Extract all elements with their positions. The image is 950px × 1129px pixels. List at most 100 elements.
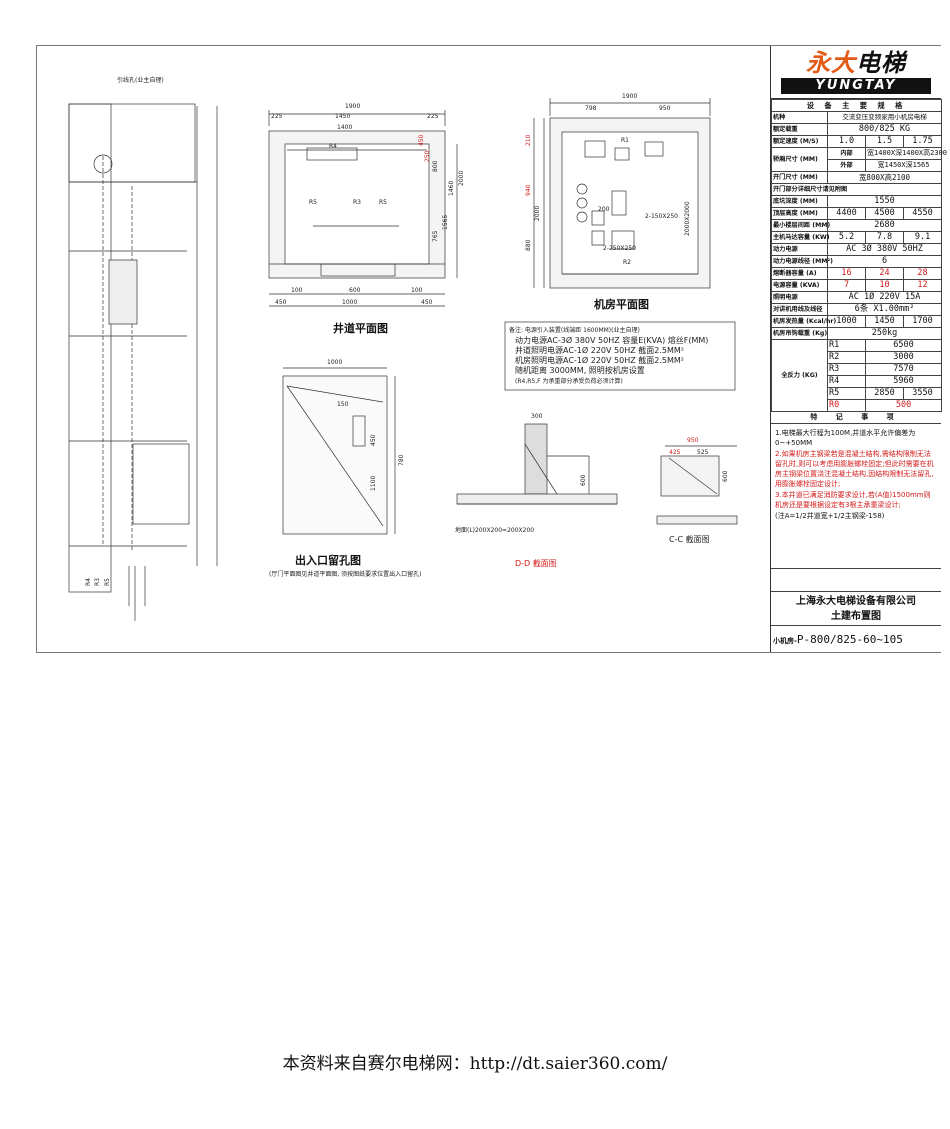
shaft-sill-right: 100 [411,287,423,294]
machine-room-plan [533,98,711,289]
company-block: 上海永大电梯设备有限公司 土建布置图 [771,591,941,624]
spec-load-value: 800/825 KG [826,123,943,136]
spec-cap-key: 电源容量 (KVA) [771,279,828,292]
elevation-r3: R3 [94,578,101,586]
spec-phone-value: 6条 X1.00mm² [826,303,943,316]
drawing-number-code: P-800/825-60~105 [796,633,903,646]
dd-note: 地面(L)200X200=200X200 [455,526,534,534]
room-right: 950 [659,105,671,112]
spec-react-key: 全反力 (KG) [771,339,828,412]
entrance-sub: (厅门平面图见井道平面图, 须按图纸要求位置出入口留孔) [269,570,422,578]
yungtay-logo: 永大电梯 YUNGTAY [771,46,941,99]
spec-oh-key: 顶层高度 (MM) [771,207,828,220]
spec-r1-value: 6500 [864,339,943,352]
shaft-dim-250: 250 [424,150,431,162]
entrance-w1000: 1000 [327,359,342,366]
spec-power-key: 动力电源 [771,243,828,256]
room-total: 1900 [622,93,637,100]
spec-speed-3: 1.75 [902,135,943,148]
cc-title: C-C 截面图 [669,534,710,544]
shaft-elevation [68,103,218,621]
spec-car-in-value: 宽1400X深1400X高2300 [864,147,947,160]
notes-header: 特 记 事 项 [771,412,941,424]
spec-fuse-1: 16 [827,267,866,280]
shaft-r3: R3 [353,199,361,206]
spec-r3-key: R3 [827,363,866,376]
shaft-bottom-mid: 1000 [342,299,357,306]
drawing-number: 小机房-P-800/825-60~105 [771,625,941,652]
dd-title: D-D 截面图 [515,558,557,568]
cc-600: 600 [722,470,729,482]
shaft-dim-450: 450 [418,134,425,146]
spec-r5-a: 2850 [865,387,904,400]
logo-en: YUNGTAY [781,78,931,94]
spec-r1-key: R1 [827,339,866,352]
shaft-bottom-right: 450 [421,299,433,306]
note-1: 1.电梯最大行程为100M,井道水平允许偏差为0~+50MM [775,429,916,447]
shaft-r5-left: R5 [309,199,317,206]
power-note-l1: 动力电源AC-3Ø 380V 50HZ 容量E(KVA) 熔丝F(MM) [515,335,708,345]
spec-oh-3: 4550 [902,207,943,220]
dd-300: 300 [531,413,543,420]
shaft-plan [268,110,458,307]
spec-floor-value: 2680 [826,219,943,232]
shaft-h-765: 765 [432,230,439,242]
power-note-box [504,321,736,391]
shaft-sill-mid: 600 [349,287,361,294]
spec-r3-value: 7570 [864,363,943,376]
spec-wire-value: 6 [826,255,943,268]
spec-car-key: 轿厢尺寸 (MM) [771,147,828,172]
shaft-r4: R4 [329,143,337,150]
spec-speed-2: 1.5 [865,135,904,148]
source-footer: 本资料来自赛尔电梯网：http://dt.saier360.com/ [282,1054,668,1074]
machine-room-title: 机房平面图 [594,297,649,311]
shaft-h-2000: 2000 [458,171,465,186]
room-r1: R1 [621,137,629,144]
spec-oh-2: 4500 [865,207,904,220]
shaft-h-800: 800 [432,160,439,172]
shaft-bottom-left: 450 [275,299,287,306]
shaft-h-1565: 1565 [442,215,449,230]
spec-speed-key: 额定速度 (M/S) [771,135,828,148]
layout-drawing: 引线孔(业主自理) R4 R3 R5 1900 1450 [68,76,738,621]
room-dim-940: 940 [525,184,532,196]
spec-cap-1: 7 [827,279,866,292]
shaft-side-left: 225 [271,113,283,120]
spec-model-key: 机种 [771,111,828,124]
spec-phone-key: 对讲机用线及线径 [771,303,828,316]
elevation-r5: R5 [104,578,111,586]
room-dim-880: 880 [525,239,532,251]
spec-car-out-value: 宽1450X深1565 [864,159,943,172]
spec-oh-1: 4400 [827,207,866,220]
spec-motor-2: 7.8 [865,231,904,244]
room-dim-200: 200 [598,206,610,213]
note-2: 2.如果机房主钢梁若是混凝土结构,需结构限制无法留孔时,则可以考虑用膨胀螺栓固定… [775,450,934,488]
cc-525: 525 [697,449,709,456]
shaft-car-width: 1400 [337,124,352,131]
spec-heat-2: 1450 [865,315,904,328]
shaft-width: 1900 [345,103,360,110]
drawing-title: 土建布置图 [831,611,881,622]
room-r2: R2 [623,259,631,266]
company-name: 上海永大电梯设备有限公司 [796,596,916,607]
spec-car-in-key: 内部 [827,147,866,160]
shaft-door-width: 1450 [335,113,350,120]
cc-section [656,445,738,525]
entrance-d450: 450 [370,434,377,446]
elevation-r4: R4 [85,578,92,586]
note-3: 3.本井道已满足消防要求设计,若(A值)1500mm则机房还是要根据设定有3根主… [775,491,931,509]
spec-model-value: 交流变压变频家用小机房电梯 [826,111,943,124]
spec-r0-key: R0 [827,399,866,412]
spec-heat-3: 1700 [902,315,943,328]
spec-power-value: AC 3Ø 380V 50HZ [826,243,943,256]
power-note-l4: 随机距离 3000MM, 照明按机房设置 [515,365,645,375]
elevation-top-note: 引线孔(业主自理) [117,76,164,84]
spec-fuse-3: 28 [902,267,943,280]
spec-hoist-key: 机房吊钩载重 (Kg) [771,327,828,340]
title-block: 永大电梯 YUNGTAY 设 备 主 要 规 格 机种交流变压变频家用小机房电梯… [770,46,947,652]
spec-cap-2: 10 [865,279,904,292]
spec-motor-3: 9.1 [902,231,943,244]
shaft-side-right: 225 [427,113,439,120]
power-note-l5: (R4,R5,F 为承重部分承受负荷必须计算) [515,377,623,385]
